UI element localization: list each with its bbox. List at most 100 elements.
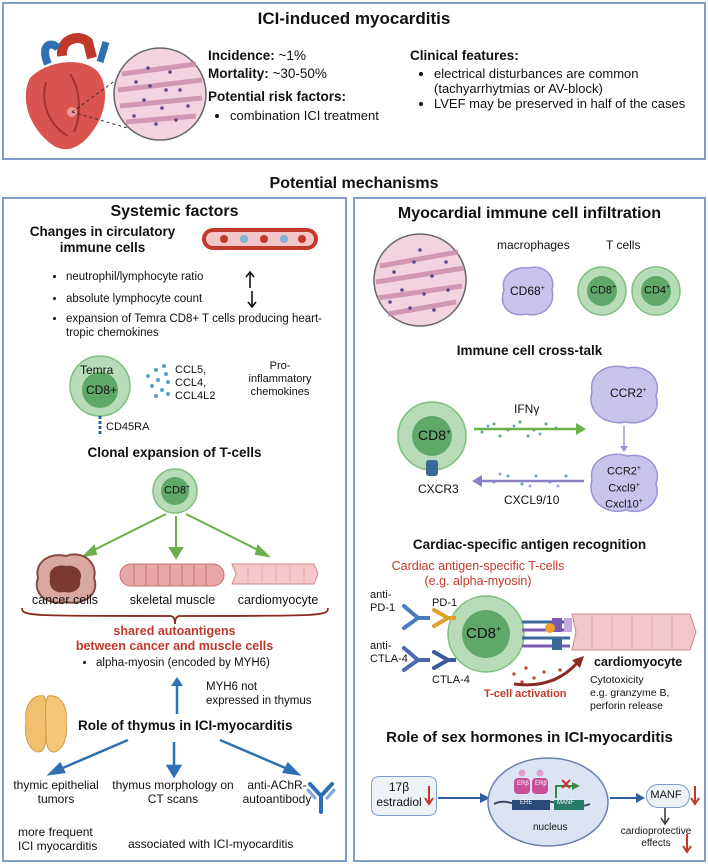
- cd4-tcell: [631, 266, 681, 316]
- ccr2-cxcl-cell: [590, 453, 659, 513]
- ifng-label: IFNγ: [514, 402, 540, 416]
- cxcr3-label: CXCR3: [418, 482, 459, 496]
- ccr2-cell: [590, 365, 659, 424]
- ere-label: ERE: [520, 800, 533, 806]
- chemokine-dots: [146, 364, 170, 398]
- thymus-item: thymus morphology on CT scans: [112, 778, 234, 806]
- risk-item: combination ICI treatment: [230, 108, 379, 123]
- cardiomyocyte-icon: [231, 563, 319, 585]
- manf-decrease-arrow: [690, 786, 700, 806]
- manf-arrow: [612, 793, 645, 803]
- incidence: Incidence: ~1%: [208, 48, 306, 63]
- target-label: cardiomyocyte: [237, 593, 319, 607]
- manf-box: [646, 784, 690, 808]
- cd8-label: CD8+: [590, 284, 617, 297]
- estradiol-decrease-arrow: [424, 786, 434, 806]
- cardiomyocyte-label: cardiomyocyte: [594, 655, 683, 669]
- antigen-cardiomyocyte: [571, 613, 697, 651]
- temra-label: Temra: [80, 363, 114, 377]
- alpha-myosin-item: alpha-myosin (encoded by MYH6): [96, 657, 270, 669]
- cd8-tcell: [577, 266, 627, 316]
- thymus-icon: [25, 695, 67, 753]
- pd1-label: PD-1: [432, 597, 458, 609]
- circ-item: neutrophil/lymphocyte ratio: [66, 270, 326, 284]
- antigen-title: Cardiac-specific antigen recognition: [412, 537, 647, 552]
- estradiol-box: [371, 776, 437, 816]
- systemic-factors-title: Systemic factors: [110, 203, 239, 220]
- nucleus-label: nucleus: [533, 822, 568, 833]
- anti-pd1-label: anti-PD-1: [370, 589, 396, 614]
- tcells-label: T cells: [606, 238, 641, 252]
- aorta: [56, 33, 97, 60]
- clonal-arrows: [81, 513, 271, 560]
- clonal-cd8-label: CD8+: [164, 484, 191, 497]
- chemokine-list: CCL5,CCL4,CCL4L2: [175, 364, 216, 402]
- manf-label: MANF: [650, 789, 682, 801]
- anti-pd1-antibody: [402, 604, 422, 630]
- macrophage-cd68-cell: [501, 266, 554, 316]
- thymus-arrows: [46, 738, 302, 778]
- macrophages-label: macrophages: [497, 238, 570, 252]
- mechanisms-title: Potential mechanisms: [269, 175, 439, 192]
- thymus-item: thymic epithelial tumors: [13, 778, 99, 806]
- target-label: skeletal muscle: [129, 593, 216, 607]
- clinical-item: LVEF may be preserved in half of the cas…: [434, 96, 696, 111]
- associated-note: associated with ICI-myocarditis: [128, 837, 294, 851]
- vena-cava: [96, 40, 110, 64]
- nucleus-diagram: [438, 757, 614, 847]
- myh6-arrow: [171, 677, 183, 714]
- ccr2-label: CCR2+: [610, 386, 647, 400]
- blood-vessel-icon: [202, 228, 318, 250]
- heart-shape: [25, 62, 106, 150]
- risk-factors-list: combination ICI treatment: [214, 108, 379, 123]
- cancer-cells-icon: [35, 553, 97, 604]
- increase-arrow-icon: [245, 270, 255, 288]
- clinical-features-title: Clinical features:: [410, 48, 519, 63]
- manf-gene-label: MANF: [557, 800, 574, 806]
- histology-magnifier: [113, 47, 207, 141]
- decrease-arrow-icon: [247, 291, 257, 309]
- pd1-receptor: [432, 608, 453, 628]
- cardioprotective-decrease-arrow: [682, 834, 692, 854]
- histology-section: [373, 233, 467, 327]
- temra-cd8-label: CD8+: [86, 383, 118, 397]
- tcell-activation-label: T-cell activation: [484, 688, 567, 700]
- clinical-features-list: electrical disturbances are common (tach…: [418, 66, 696, 111]
- ctla4-label: CTLA-4: [432, 674, 470, 686]
- cd45ra-label: CD45RA: [106, 421, 150, 433]
- cxcl910-label: CXCL9/10: [504, 493, 560, 507]
- circulatory-list: neutrophil/lymphocyte ratio absolute lym…: [50, 270, 326, 340]
- clinical-item: electrical disturbances are common (tach…: [434, 66, 696, 96]
- risk-factors-title: Potential risk factors:: [208, 89, 347, 104]
- crosstalk-title: Immune cell cross-talk: [456, 343, 603, 358]
- cardioprotective-arrow: [660, 808, 670, 826]
- crosstalk-cd8-label: CD8+: [418, 427, 451, 443]
- er-label-2: ERβ: [535, 781, 547, 787]
- cd4-label: CD4+: [644, 284, 671, 297]
- mortality: Mortality: ~30-50%: [208, 66, 327, 81]
- thymus-item: anti-AChR-autoantibody: [242, 778, 312, 806]
- pulmonary-artery: [41, 40, 61, 66]
- antibody-icon: [306, 782, 336, 814]
- antigen-diagram: [402, 595, 697, 687]
- target-label: cancer cells: [32, 593, 98, 607]
- main-title: ICI-induced myocarditis: [257, 9, 451, 28]
- thymus-title: Role of thymus in ICI-myocarditis: [78, 718, 293, 733]
- sex-hormones-title: Role of sex hormones in ICI-myocarditis: [386, 729, 673, 746]
- ccr2-cxcl-label: CCR2+ Cxcl9+ Cxcl10+: [605, 465, 643, 511]
- circ-item: expansion of Temra CD8+ T cells producin…: [66, 312, 326, 340]
- heart-illustration: [25, 33, 207, 150]
- antigen-subtitle: Cardiac antigen-specific T-cells(e.g. al…: [391, 559, 565, 588]
- temra-cd8-cell: [69, 355, 131, 436]
- circ-item: absolute lymphocyte count: [66, 292, 326, 306]
- shared-brace: [21, 607, 329, 625]
- cd68-label: CD68+: [510, 284, 545, 298]
- cxcr3-receptor: [426, 460, 438, 476]
- crosstalk-diagram: [397, 365, 659, 513]
